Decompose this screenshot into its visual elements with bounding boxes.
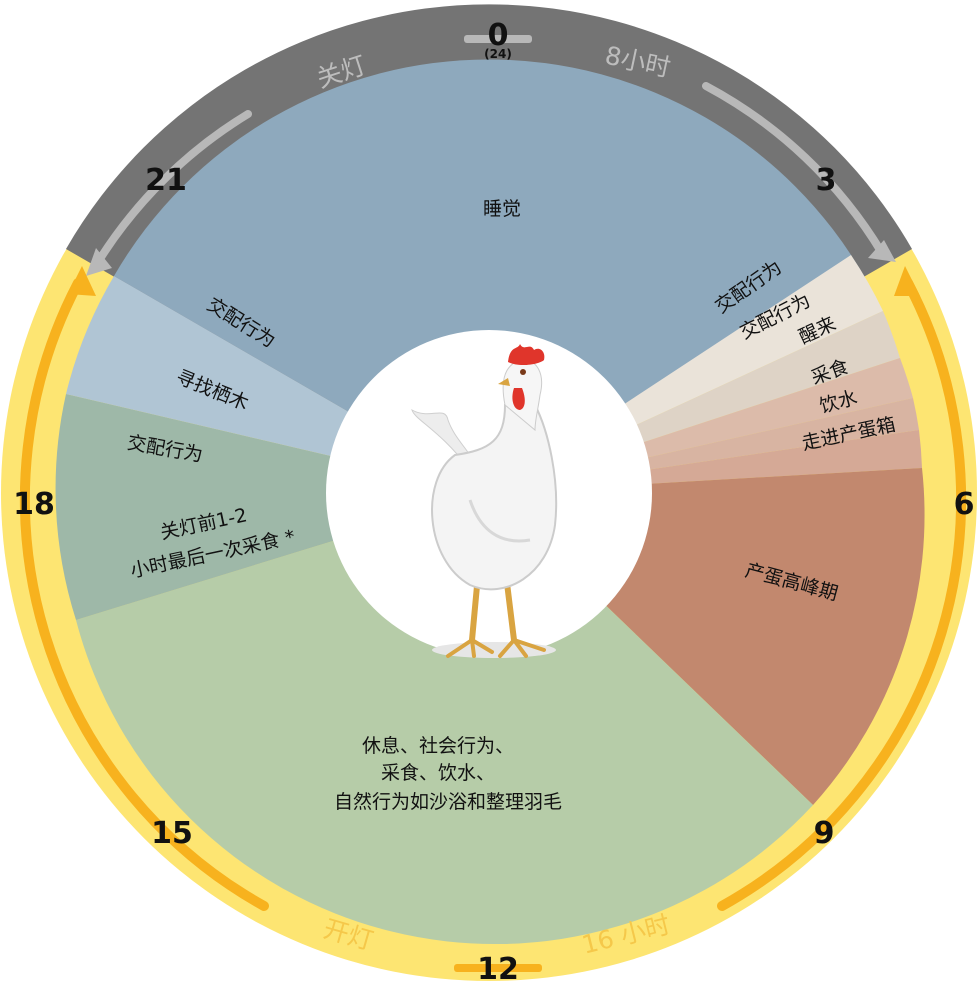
hour-label-18: 18 — [13, 487, 55, 522]
label-rest-line-1: 休息、社会行为、 — [362, 735, 514, 757]
light-arrowhead-left — [68, 266, 96, 296]
light-arrow-right — [717, 278, 966, 911]
hour-label-9: 9 — [814, 816, 835, 851]
hour-label-21: 21 — [145, 163, 187, 198]
tick-noon — [454, 964, 542, 972]
hour-label-0: 0 — [488, 18, 509, 53]
light-arrow-left — [20, 278, 269, 911]
dark-arrow-right — [702, 82, 886, 257]
hour-label-0-alt: (24) — [484, 47, 512, 61]
segment-sleep — [114, 59, 864, 494]
label-sleep: 睡觉 — [483, 198, 521, 220]
hour-label-6: 6 — [954, 487, 975, 522]
hour-label-3: 3 — [816, 163, 837, 198]
hour-label-15: 15 — [151, 816, 193, 851]
label-rest-line-3: 自然行为如沙浴和整理羽毛 — [334, 791, 562, 813]
dark-arrowhead-left — [86, 248, 112, 276]
segment-evening — [55, 394, 489, 620]
dark-arrowhead-right — [868, 240, 896, 262]
light-arrowhead-right — [894, 266, 920, 296]
label-rest-line-2: 采食、饮水、 — [381, 762, 495, 784]
dark-arrow-left — [94, 110, 252, 266]
hour-label-12: 12 — [477, 952, 519, 987]
tick-midnight — [464, 35, 532, 43]
hen-illustration — [411, 344, 558, 658]
segment-rest — [76, 493, 813, 945]
